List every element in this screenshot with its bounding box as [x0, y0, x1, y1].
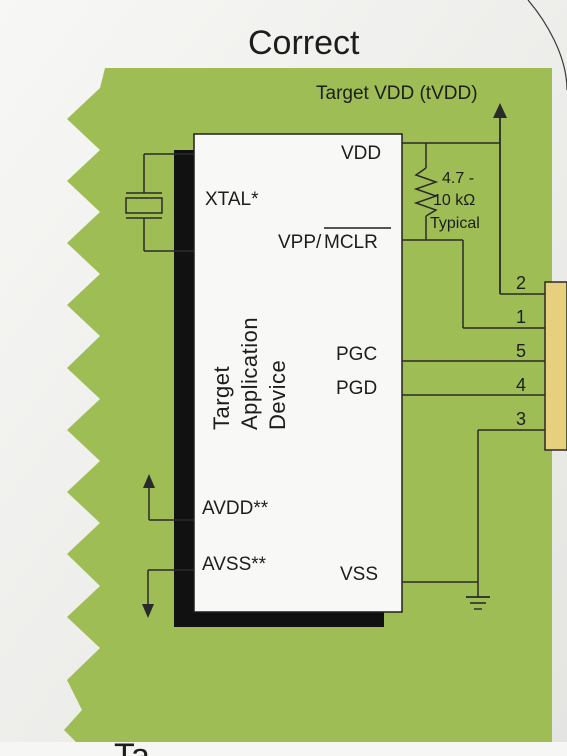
top-right-curve [527, 0, 567, 91]
target-application-device [193, 133, 403, 613]
connector-pin-4: 4 [516, 375, 526, 395]
vss-pin-label: VSS [340, 564, 378, 585]
diagram-title: Correct [248, 24, 360, 62]
device-title: Target Application Device [209, 317, 290, 430]
device-group: Target Application Device [174, 133, 403, 627]
pgd-label: PGD [336, 378, 377, 399]
resistor-value-line-1: 4.7 - [442, 170, 474, 187]
programming-lines: VPP/ MCLR PGC PGD VSS [278, 227, 545, 610]
connector-group: 2 1 5 4 3 [516, 273, 567, 451]
target-vdd-group: Target VDD (tVDD) [316, 83, 507, 294]
device-title-line-1: Target [209, 366, 234, 430]
resistor-value-line-3: Typical [430, 215, 480, 232]
programming-connector [544, 281, 567, 451]
pgc-label: PGC [336, 344, 377, 365]
connector-pin-5: 5 [516, 341, 526, 361]
device-title-line-2: Application [237, 317, 262, 430]
connector-pin-3: 3 [516, 409, 526, 429]
resistor-value-line-2: 10 kΩ [433, 192, 475, 209]
analog-supply-lines: AVDD** AVSS** [142, 474, 269, 618]
xtal-crystal-icon [125, 197, 163, 214]
bottom-cropped-text: Ta [114, 737, 150, 756]
vpp-label-prefix: VPP/ [278, 232, 322, 253]
avdd-arrow-up-icon [143, 474, 155, 488]
xtal-group: XTAL* [125, 153, 259, 252]
ground-icon [466, 596, 490, 610]
bottom-white-band [0, 742, 567, 756]
target-vdd-arrow [493, 103, 507, 118]
avss-arrow-down-icon [142, 604, 154, 618]
target-vdd-label: Target VDD (tVDD) [316, 83, 478, 104]
connector-pin-1: 1 [516, 307, 526, 327]
device-title-line-3: Device [265, 360, 290, 430]
xtal-label: XTAL* [205, 189, 259, 210]
avss-label: AVSS** [202, 554, 267, 575]
resistor-icon [413, 167, 439, 217]
vdd-network: VDD 4.7 - 10 kΩ Typical [341, 142, 500, 240]
avdd-label: AVDD** [202, 498, 269, 519]
connector-pin-2: 2 [516, 273, 526, 293]
vdd-pin-label: VDD [341, 143, 381, 164]
mclr-label: MCLR [324, 232, 378, 253]
